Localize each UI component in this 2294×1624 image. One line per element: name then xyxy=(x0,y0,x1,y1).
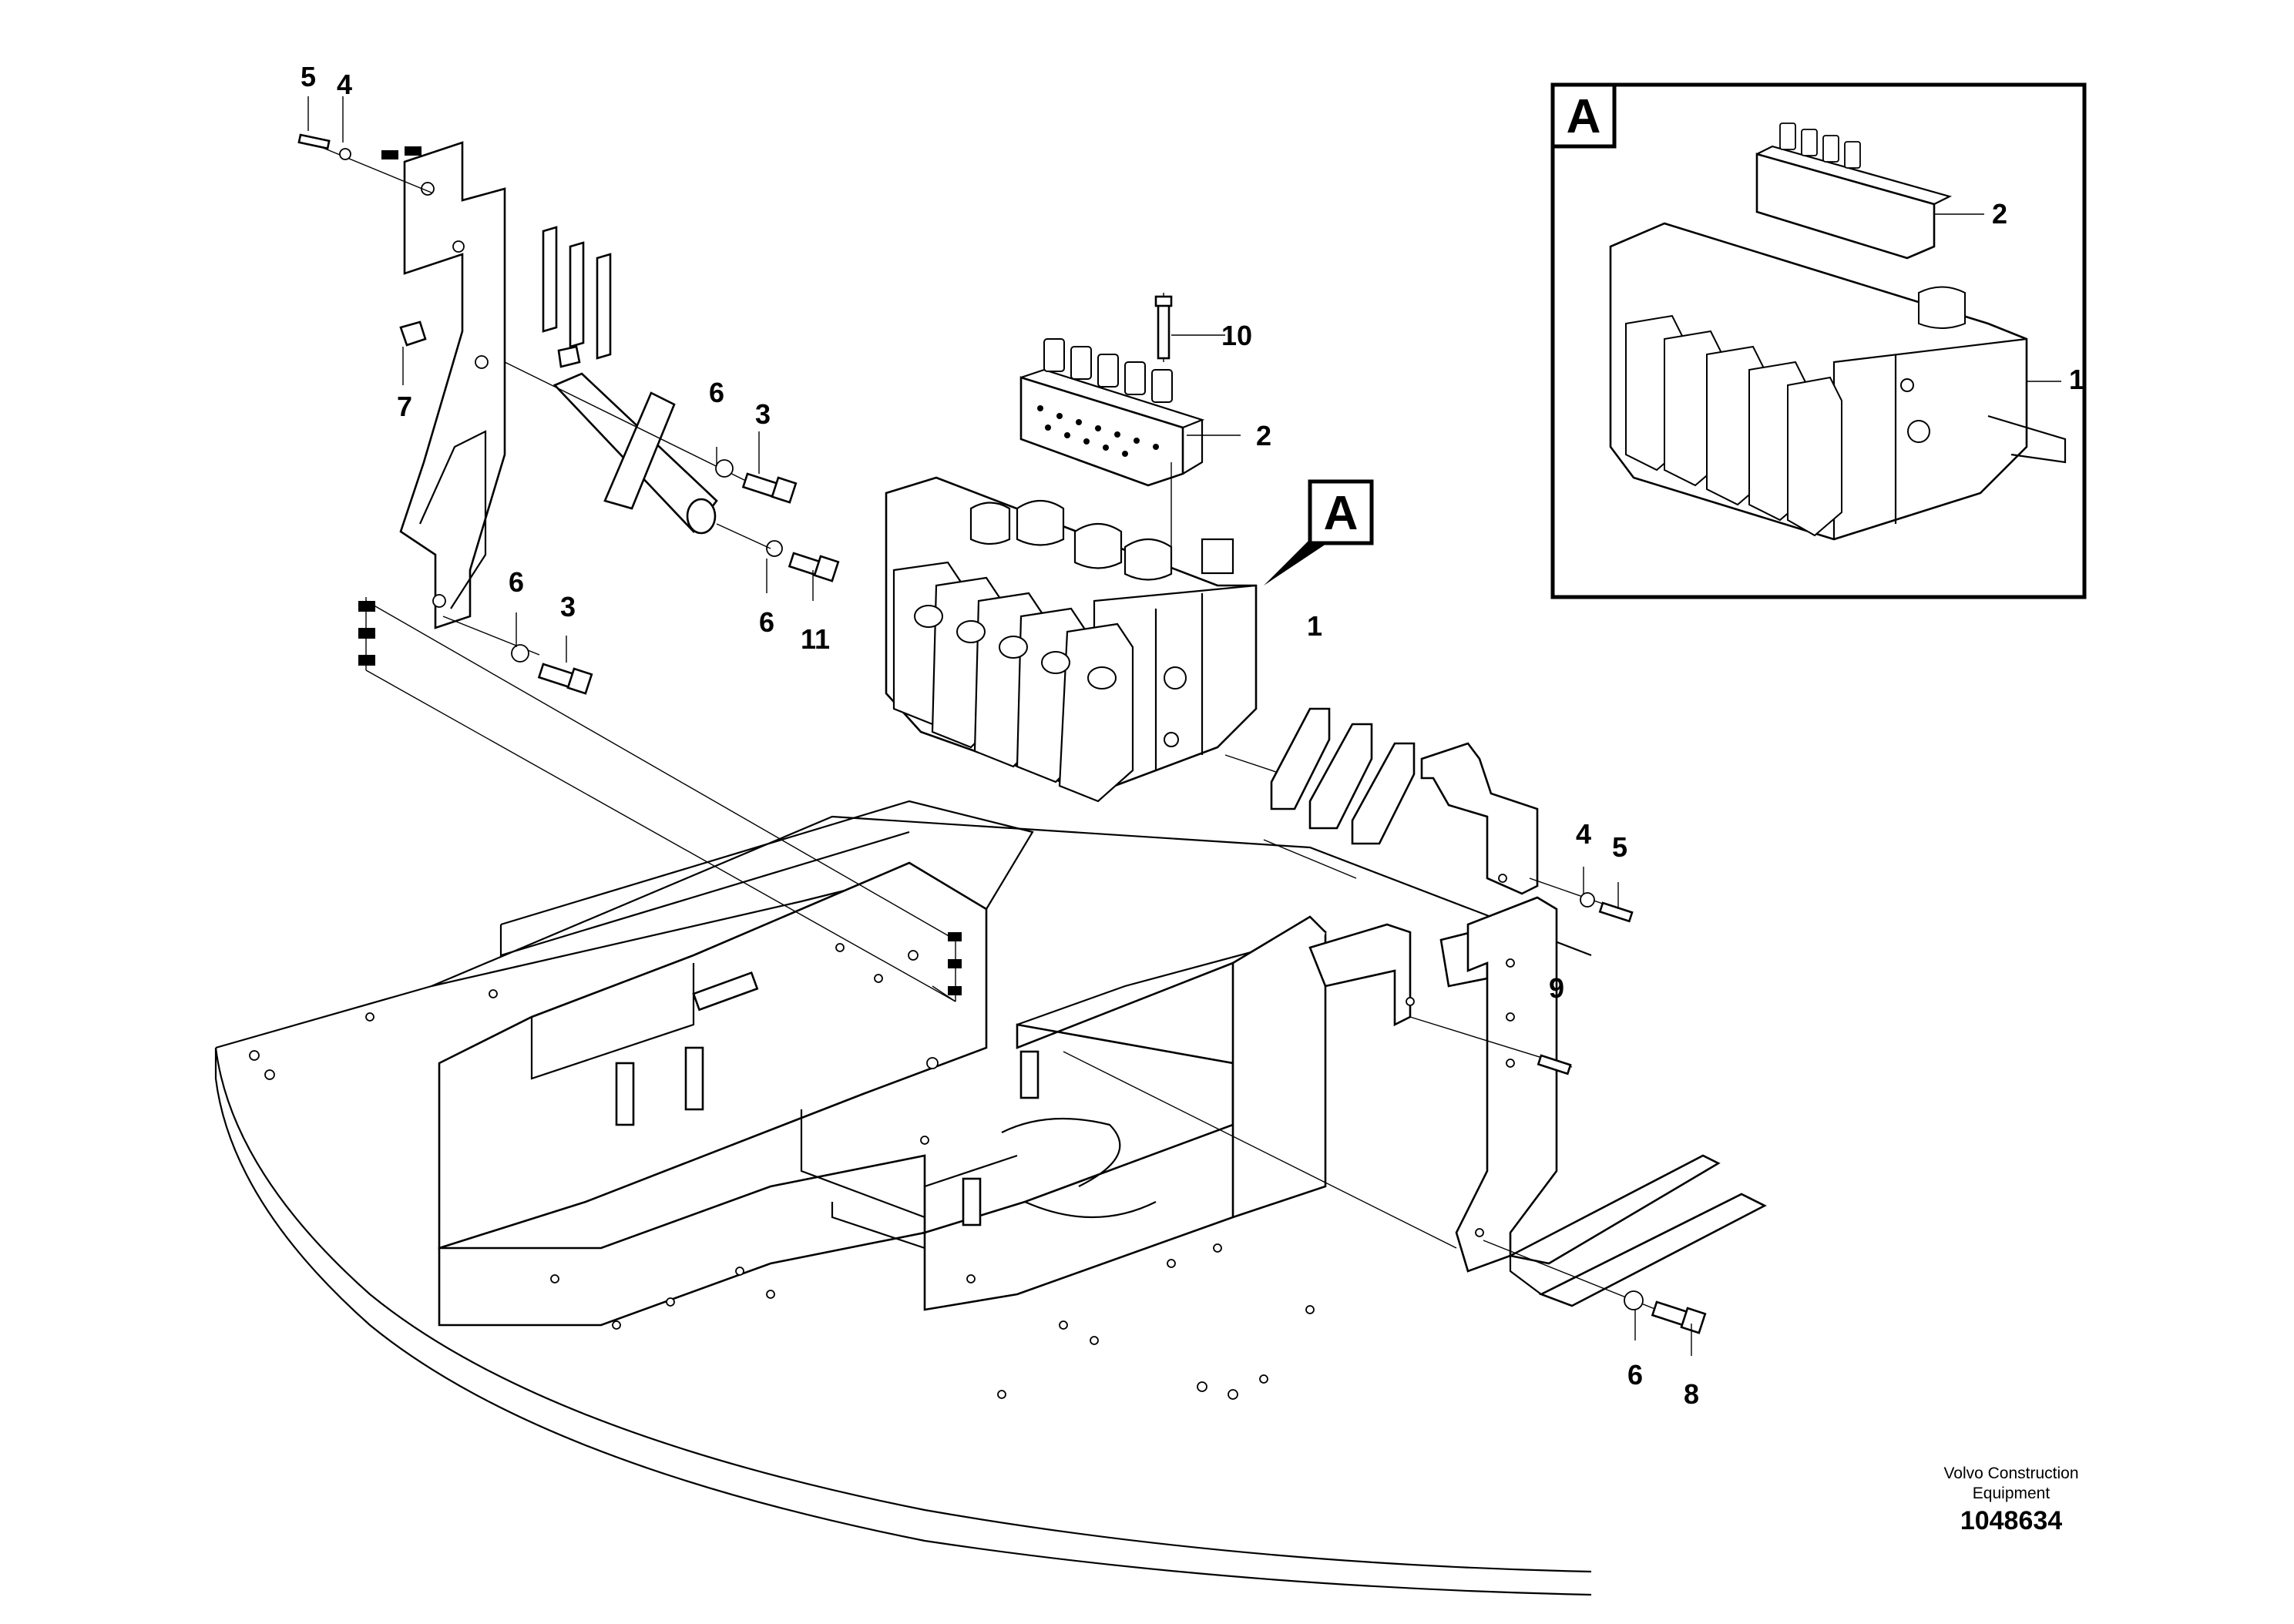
main-control-valve xyxy=(885,476,1295,803)
callout-1: 1 xyxy=(1307,610,1322,642)
callout-6-left: 6 xyxy=(509,566,524,598)
detail-box-label: A xyxy=(1567,90,1601,143)
detail-marker-a: A xyxy=(1264,479,1374,586)
callout-5-right: 5 xyxy=(1612,831,1627,863)
detail-a-inset: A xyxy=(1550,82,2087,599)
brand-line-1: Volvo Construction xyxy=(1943,1465,2079,1482)
callout-3-left: 3 xyxy=(560,591,576,622)
callout-detail-2: 2 xyxy=(1992,198,2007,230)
callout-10: 10 xyxy=(1221,320,1252,351)
right-brackets xyxy=(1063,707,1767,1334)
manufacturer-caption: Volvo Construction Equipment xyxy=(1899,1464,2123,1504)
detail-marker-label: A xyxy=(1324,487,1359,540)
screw-3b xyxy=(442,616,593,695)
pilot-manifold-block xyxy=(1019,293,1205,555)
upper-frame xyxy=(214,800,1592,1596)
screw-5b xyxy=(1529,877,1634,923)
callout-9: 9 xyxy=(1549,972,1564,1004)
callout-7: 7 xyxy=(397,391,412,422)
callout-5-top: 5 xyxy=(301,61,316,92)
callout-4-top: 4 xyxy=(337,69,352,100)
callout-6-upper: 6 xyxy=(709,377,724,408)
callout-detail-1: 1 xyxy=(2069,364,2084,395)
callout-3-upper: 3 xyxy=(755,398,771,430)
callout-leaders xyxy=(307,96,1692,1356)
callout-numbers: 5 4 7 6 3 10 2 6 11 6 3 1 4 5 9 6 8 2 1 xyxy=(301,61,2084,1410)
callout-6-bottom: 6 xyxy=(1627,1359,1643,1391)
brand-line-2: Equipment xyxy=(1972,1485,2050,1502)
screw-11 xyxy=(716,523,840,582)
drawing-number: 1048634 xyxy=(1960,1506,2063,1535)
callout-2: 2 xyxy=(1256,420,1271,451)
screw-3a xyxy=(504,361,798,504)
left-bracket xyxy=(297,133,962,1002)
screw-9 xyxy=(1409,1016,1573,1075)
callout-4-right: 4 xyxy=(1576,818,1591,850)
callout-8: 8 xyxy=(1684,1378,1699,1410)
callout-11: 11 xyxy=(801,623,830,655)
callout-6-mid: 6 xyxy=(759,606,774,638)
screw-5a xyxy=(297,133,432,193)
screw-8 xyxy=(1483,1240,1707,1334)
